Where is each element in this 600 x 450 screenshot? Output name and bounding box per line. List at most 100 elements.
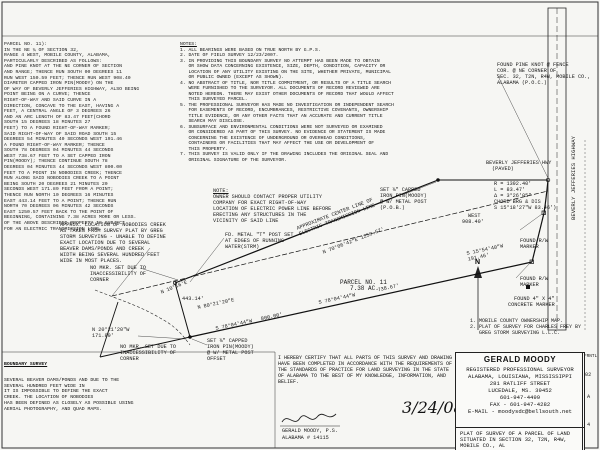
label-line: SET ⅜" CAPPED xyxy=(380,187,421,193)
note-item: CONCERNING THE EXISTENCE OF UNDERGROUND … xyxy=(180,135,366,141)
reference-item: 1. MOBILE COUNTY OWNERSHIP MAP. xyxy=(470,318,564,324)
note-line: AERIAL PHOTOGRAPHY, AND QUAD MAPS. xyxy=(4,406,102,412)
label-line: FOUND R/W xyxy=(520,238,549,244)
label-line: (P.O.B.) xyxy=(380,205,405,211)
label-west-line: WEST 908.40' xyxy=(462,213,484,225)
note-item: OR PUBLIC OWNED (EXCEPT AS SHOWN). xyxy=(180,75,285,80)
label-fd-metal-post: FD. METAL "T" POST SET AT EDGES OF RUNNI… xyxy=(225,232,294,250)
desc-line: RUN WEST 150.59 FEET; THENCE RUN WEST 90… xyxy=(4,75,131,81)
boundary-survey-note: BOUNDARY SURVEY SEVERAL BEAVER DAMS/POND… xyxy=(4,362,174,413)
label-line: @ W/ METAL POST xyxy=(380,199,427,205)
signature-date: 3/24/08 xyxy=(402,398,464,417)
note-item: ORIGINAL SIGNATURE OF THE SURVEYOR. xyxy=(180,157,287,163)
label-no-mkr-2: NO MKR. SET DUE TO INACCESSIBILITY OF CO… xyxy=(120,344,176,362)
title-line: LUCEDALE, MS. 39452 xyxy=(488,387,552,394)
label-approx-creek: APPROX. LOCATION OF NOBODIES CREEK AS TA… xyxy=(60,222,166,264)
label-line: MARKER xyxy=(520,282,539,288)
label-line: NO MKR. SET DUE TO xyxy=(90,265,147,271)
reference-item: 2. PLAT OF SURVEY FOR CHARLES FREY BY xyxy=(470,324,582,330)
road-edge xyxy=(547,7,567,331)
label-line: CONCRETE MARKER xyxy=(508,302,555,308)
title-line: 601-947-4499 xyxy=(499,394,541,401)
label-line: (PAVED) xyxy=(492,166,514,172)
certification-text: I HEREBY CERTIFY THAT ALL PARTS OF THIS … xyxy=(278,355,453,385)
label-curve-data: R = 1392.40' L = 83.47' Δ = 3°26'05" CHO… xyxy=(494,181,556,211)
label-line: NOTE: xyxy=(213,188,229,194)
corner-marker-icon xyxy=(173,281,177,285)
desc-line: RUN ALONG SAID NOBODIES CREEK TO A POINT xyxy=(4,176,120,182)
label-set-pin-2: SET ⅜" CAPPED IRON PIN(MOODY) @ W/ METAL… xyxy=(207,338,254,362)
title-line: E-MAIL - moodysdc@bellsouth.net xyxy=(467,408,573,415)
note-line: SEVERAL BEAVER DAMS/PONDS AND DUE TO THE xyxy=(4,377,120,383)
desc-line: DIAMETER CAPPED IRON PIN(MOODY) ON THE xyxy=(4,81,114,87)
note-item: 5. THE PROFESSIONAL SURVEYOR HAS MADE NO… xyxy=(180,102,394,108)
label-line: PARCEL NO. 11 xyxy=(340,279,387,286)
references-list: 1. MOBILE COUNTY OWNERSHIP MAP. 2. PLAT … xyxy=(470,318,582,336)
desc-line: SOUTH 78 DEGREES 04 MINUTES 44 SECONDS xyxy=(4,148,114,154)
parcel-heading: PARCEL NO. 11): xyxy=(4,42,48,47)
label-line: IRON PIN(MOODY) xyxy=(207,344,254,350)
desc-line: OF THE ABOVE DESCRIBED PROPERTY IS SUBJE… xyxy=(4,221,125,226)
desc-line: FEET) TO A FOUND RIGHT-OF-WAY MARKER; xyxy=(4,125,111,131)
creek-line xyxy=(94,289,191,346)
edge-label: FRNTL xyxy=(584,354,598,359)
label-line: @ W/ METAL POST xyxy=(207,350,254,356)
label-line: ALABAMA (P.O.C.) xyxy=(497,80,547,86)
rw-marker-icon xyxy=(541,210,546,215)
leader-line xyxy=(139,267,179,281)
label-line: BEVERLY JEFFERIES HWY xyxy=(486,160,552,166)
note-item: WERE FURNISHED TO THE SURVEYOR. ALL DOCU… xyxy=(180,86,380,91)
label-line: ERECTING ANY STRUCTURES IN THE xyxy=(213,212,307,218)
label-line: NO MKR. SET DUE TO xyxy=(120,344,177,350)
label-line: WATER(STRM) xyxy=(225,244,260,250)
label-line: SET ⅜" CAPPED xyxy=(207,338,248,344)
label-line: FD. METAL "T" POST SET xyxy=(225,232,294,238)
label-line: FOUND R/W xyxy=(520,276,549,282)
label-line: CORNER xyxy=(90,277,109,283)
label-line: N 20°21'20"W xyxy=(92,327,130,333)
south-boundary-line-2 xyxy=(99,336,191,358)
transmission-line xyxy=(111,190,549,297)
note-line: HAS BEEN DEFINED AS CLOSELY AS POSSIBLE … xyxy=(4,400,134,406)
poc-marker-icon xyxy=(545,177,551,183)
label-line: S 15°18'27"W 83.46') xyxy=(494,205,557,211)
label-found-rw-marker: FOUND R/W MARKER xyxy=(520,238,548,250)
label-line: Δ = 3°26'05" xyxy=(494,193,532,199)
label-line: STORM SURVEYING - UNABLE TO DEFINE xyxy=(60,234,166,240)
signer-license: ALABAMA # 14115 xyxy=(282,435,329,441)
plat-title: PLAT OF SURVEY OF A PARCEL OF LAND SITUA… xyxy=(460,431,570,450)
desc-line: BEING SOUTH 20 DEGREES 21 MINUTES 20 xyxy=(4,181,108,187)
note-item: 7. THIS SURVEY IS VALID ONLY IF THE DRAW… xyxy=(180,152,389,157)
desc-line: RANGE 4 WEST, MOBILE COUNTY, ALABAMA, xyxy=(4,53,111,59)
boundary-survey-heading: BOUNDARY SURVEY xyxy=(4,362,48,367)
desc-line: OF WAY OF BEVERLY JEFFERIES HIGHWAY, ALS… xyxy=(4,86,140,92)
leader-line xyxy=(111,247,151,297)
note-item: OR SHOW DATA CONCERNING EXISTENCE, SIZE,… xyxy=(180,64,386,69)
note-item: 3. IN PROVIDING THIS BOUNDARY SURVEY NO … xyxy=(180,58,380,64)
revision-column: FRNTL 02 A 4 xyxy=(582,352,600,450)
leader-line xyxy=(515,262,531,279)
label-line: COMPANY FOR EXACT RIGHT-OF-WAY xyxy=(213,200,307,206)
leader-line xyxy=(401,181,437,196)
s15-boundary-line xyxy=(531,212,545,263)
label-road-name: BEVERLY JEFFERIES HWY (PAVED) xyxy=(486,160,551,172)
title-line: 281 RATLIFF STREET xyxy=(489,380,551,387)
desc-line: NORTH 70 DEGREES 06 MINUTES 42 SECONDS xyxy=(4,204,114,210)
edge-label: A xyxy=(587,394,591,400)
desc-line: DEGREES 04 MINUTES 44 SECONDS WEST 800.0… xyxy=(4,165,123,171)
leader-line xyxy=(191,338,208,346)
leader-line xyxy=(189,237,225,283)
desc-line: POINT BEING ON A CURVE; THENCE xyxy=(4,92,91,98)
label-line: OFFSET xyxy=(207,356,226,362)
label-line: FOUND 4" X 4" xyxy=(514,296,555,302)
note-item: OR CONSIDERED AS PART OF THIS SURVEY. NO… xyxy=(180,130,386,135)
notes-heading: NOTES: xyxy=(180,42,197,47)
desc-line: PARTICULARLY DESCRIBED AS FOLLOWS: xyxy=(4,58,102,64)
note-item: TITLE EVIDENCE, OR ANY OTHER FACTS THAT … xyxy=(180,113,383,119)
signature-icon xyxy=(280,413,340,427)
label-line: 171.89' xyxy=(92,333,114,339)
label-line: MARKER xyxy=(520,244,539,250)
north-arrow-icon: N xyxy=(474,259,482,330)
